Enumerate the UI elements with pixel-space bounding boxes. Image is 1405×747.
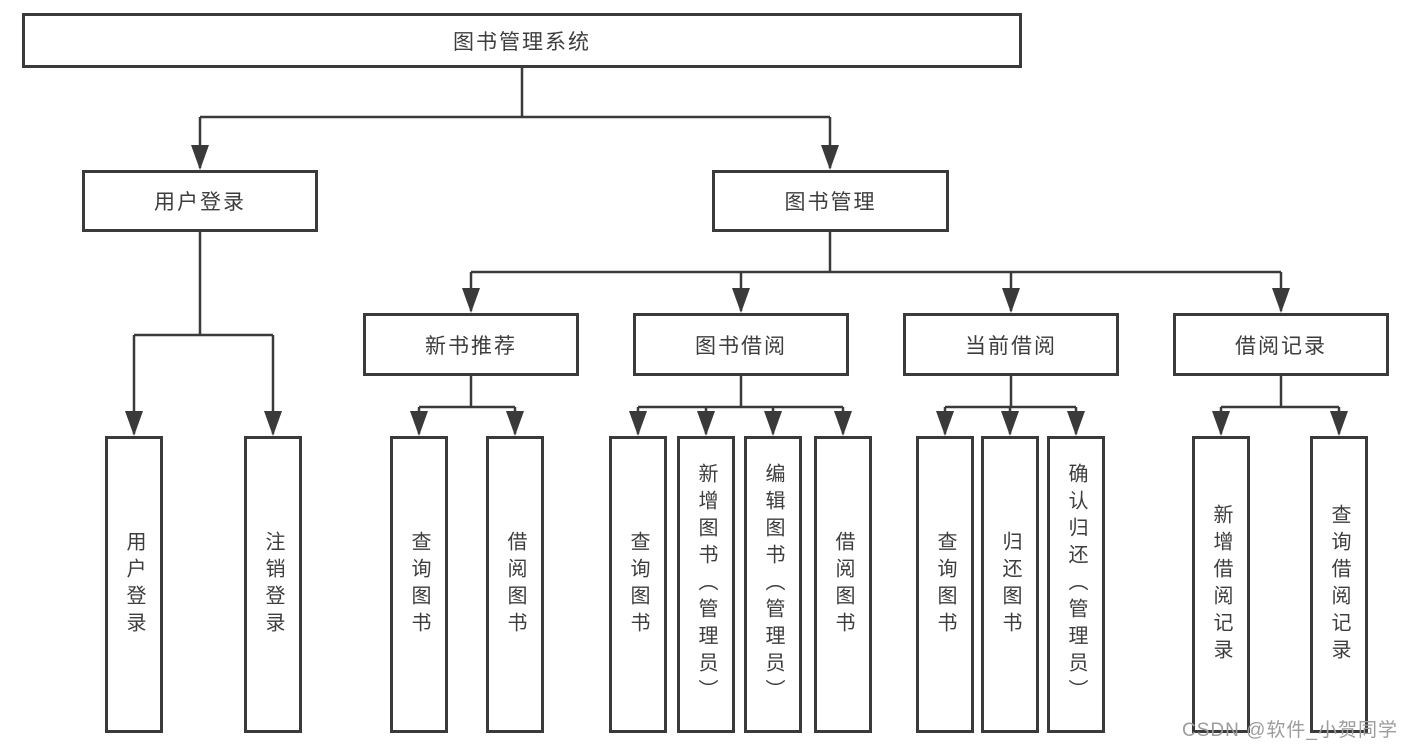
leaf-bb-query-books-label: 查询图书 xyxy=(627,530,649,639)
leaf-user-login-label: 用户登录 xyxy=(123,530,145,639)
node-current-borrowing: 当前借阅 xyxy=(903,313,1119,376)
leaf-cb-return-books: 归还图书 xyxy=(981,436,1039,733)
leaf-nb-borrow-books: 借阅图书 xyxy=(486,436,544,733)
node-new-book-recommend: 新书推荐 xyxy=(363,313,579,376)
leaf-nb-borrow-books-label: 借阅图书 xyxy=(504,530,526,639)
leaf-cb-return-books-label: 归还图书 xyxy=(999,530,1021,639)
watermark: CSDN @软件_小贺同学 xyxy=(1182,720,1398,741)
leaf-cb-query-books-label: 查询图书 xyxy=(934,530,956,639)
leaf-bb-edit-books-label: 编辑图书（管理员） xyxy=(762,463,784,706)
leaf-bb-add-books-label: 新增图书（管理员） xyxy=(695,463,717,706)
arrowhead-icons xyxy=(125,145,1348,436)
node-book-borrowing: 图书借阅 xyxy=(633,313,849,376)
leaf-bb-add-books: 新增图书（管理员） xyxy=(677,436,735,733)
leaf-logout: 注销登录 xyxy=(244,436,302,733)
leaf-br-add-record-label: 新增借阅记录 xyxy=(1210,503,1232,666)
leaf-logout-label: 注销登录 xyxy=(262,530,284,639)
leaf-nb-query-books: 查询图书 xyxy=(390,436,448,733)
node-book-management: 图书管理 xyxy=(712,170,949,232)
leaf-bb-query-books: 查询图书 xyxy=(609,436,667,733)
leaf-nb-query-books-label: 查询图书 xyxy=(408,530,430,639)
connector-lines xyxy=(132,68,1341,434)
leaf-cb-confirm-return-label: 确认归还（管理员） xyxy=(1065,463,1087,706)
leaf-br-query-record-label: 查询借阅记录 xyxy=(1328,503,1350,666)
leaf-bb-borrow-books-label: 借阅图书 xyxy=(832,530,854,639)
leaf-bb-edit-books: 编辑图书（管理员） xyxy=(744,436,802,733)
leaf-user-login: 用户登录 xyxy=(105,436,163,733)
leaf-br-query-record: 查询借阅记录 xyxy=(1310,436,1368,733)
node-borrowing-records: 借阅记录 xyxy=(1173,313,1389,376)
leaf-cb-query-books: 查询图书 xyxy=(916,436,974,733)
node-user-login: 用户登录 xyxy=(82,170,318,232)
leaf-cb-confirm-return: 确认归还（管理员） xyxy=(1047,436,1105,733)
node-root: 图书管理系统 xyxy=(22,13,1022,68)
leaf-br-add-record: 新增借阅记录 xyxy=(1192,436,1250,733)
leaf-bb-borrow-books: 借阅图书 xyxy=(814,436,872,733)
